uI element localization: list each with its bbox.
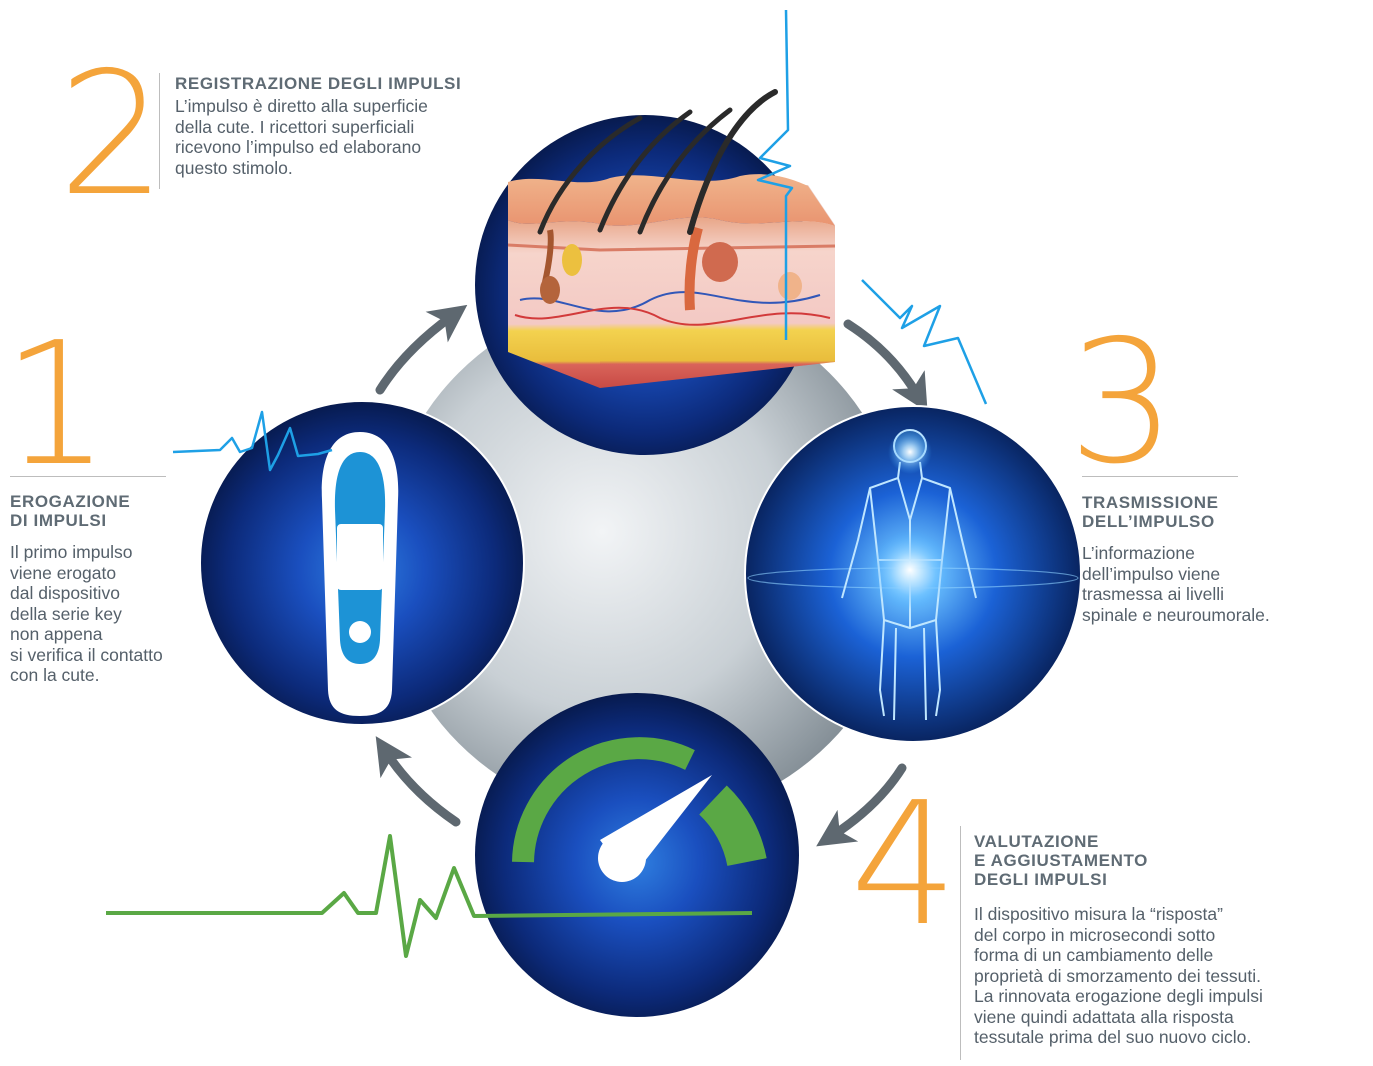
device-icon bbox=[321, 432, 399, 716]
step-4-number: 4 bbox=[850, 766, 959, 964]
gauge-circle bbox=[475, 693, 799, 1017]
body-glow bbox=[888, 430, 932, 474]
device-circle bbox=[199, 400, 525, 726]
step-1-title: EROGAZIONE DI IMPULSI bbox=[10, 492, 131, 530]
step-2-divider bbox=[159, 73, 160, 189]
step-2-description: L’impulso è diretto alla superficie dell… bbox=[175, 96, 428, 178]
arrow-4-to-1 bbox=[375, 736, 461, 827]
step-3-title: TRASMISSIONE DELL’IMPULSO bbox=[1082, 493, 1219, 531]
step-1-number: 1 bbox=[2, 306, 111, 504]
step-2-number: 2 bbox=[58, 36, 167, 234]
skin-layers-illustration bbox=[507, 89, 836, 388]
skin-circle bbox=[475, 89, 836, 455]
blue-pulse-step-2 bbox=[756, 9, 794, 340]
green-pulse-step-4 bbox=[106, 834, 753, 958]
arrow-2-to-3 bbox=[843, 319, 928, 413]
arrow-1-to-2 bbox=[375, 304, 468, 395]
gauge-icon bbox=[512, 737, 767, 882]
arrow-3-to-4 bbox=[816, 763, 907, 847]
step-4-title: VALUTAZIONE E AGGIUSTAMENTO DEGLI IMPULS… bbox=[974, 832, 1148, 889]
step-3-description: L’informazione dell’impulso viene trasme… bbox=[1082, 543, 1270, 625]
step-3-number: 3 bbox=[1068, 304, 1177, 502]
step-4-divider bbox=[960, 826, 961, 1060]
blue-pulse-step-3 bbox=[861, 279, 988, 405]
blue-pulse-step-1 bbox=[172, 410, 333, 472]
step-1-divider bbox=[10, 476, 166, 477]
step-4-description: Il dispositivo misura la “risposta” del … bbox=[974, 904, 1263, 1047]
body-glow bbox=[870, 530, 950, 610]
central-disc bbox=[382, 296, 906, 820]
body-circle bbox=[744, 405, 1082, 743]
step-3-divider bbox=[1082, 476, 1238, 477]
step-2-title: REGISTRAZIONE DEGLI IMPULSI bbox=[175, 74, 462, 93]
step-1-description: Il primo impulso viene erogato dal dispo… bbox=[10, 542, 163, 685]
